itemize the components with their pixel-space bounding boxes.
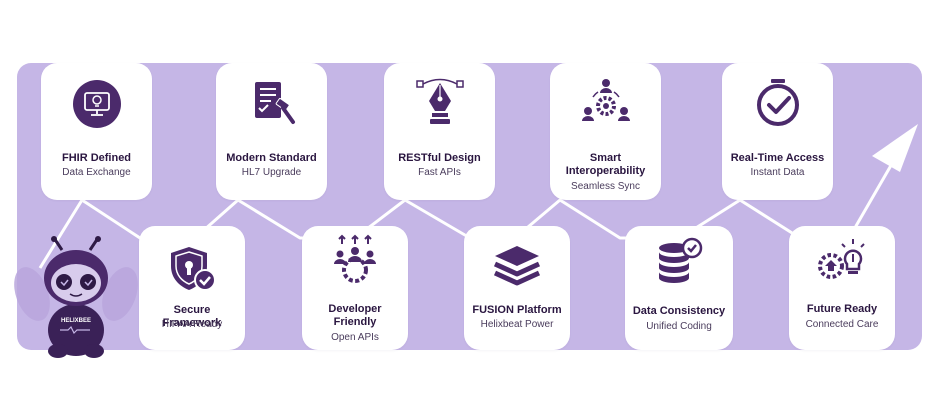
card-subtitle: Connected Care — [805, 319, 879, 330]
shield-lock-icon — [167, 244, 217, 294]
card-subtitle: Unified Coding — [646, 321, 712, 332]
card-real-time-access: Real-Time Access Instant Data — [722, 63, 833, 200]
card-subtitle: Helixbeat Power — [480, 319, 554, 330]
mascot-badge-text: HELIXBEE — [61, 318, 91, 324]
card-modern-standard: Modern Standard HL7 Upgrade — [216, 63, 327, 200]
left-wing — [14, 267, 50, 321]
pen-tool-icon — [415, 77, 465, 127]
card-subtitle: HL7 Upgrade — [241, 167, 302, 178]
card-smart-interoperability: Smart Interoperability Seamless Sync — [550, 63, 661, 200]
card-subtitle: Fast APIs — [418, 167, 461, 178]
card-title: Smart Interoperability — [565, 152, 646, 177]
right-wing — [102, 267, 138, 321]
clock-check-icon — [753, 77, 803, 127]
card-title: RESTful Design — [398, 152, 481, 164]
card-title: Real-Time Access — [730, 152, 825, 164]
body — [48, 304, 104, 356]
card-future-ready: Future Ready Connected Care — [789, 226, 895, 350]
card-title: Future Ready — [806, 303, 878, 315]
card-subtitle: Open APIs — [331, 332, 379, 343]
card-secure-framework: Secure Framework HIPAA Ready — [139, 226, 245, 350]
card-title: Modern Standard — [226, 152, 317, 164]
card-fhir-defined: FHIR Defined Data Exchange — [41, 63, 152, 200]
card-data-consistency: Data Consistency Unified Coding — [625, 226, 733, 350]
card-title: Data Consistency — [632, 305, 726, 317]
layers-icon — [492, 240, 542, 290]
card-subtitle: Seamless Sync — [571, 181, 640, 192]
card-subtitle: Data Exchange — [62, 167, 131, 178]
house-bulb-icon — [817, 236, 867, 286]
card-developer-friendly: Developer Friendly Open APIs — [302, 226, 408, 350]
card-title: FHIR Defined — [61, 152, 132, 164]
lightbulb-monitor-icon — [72, 79, 122, 129]
bee-mascot: HELIXBEE — [14, 236, 138, 358]
card-fusion-platform: FUSION Platform Helixbeat Power — [464, 226, 570, 350]
card-title: Secure Framework — [162, 304, 222, 329]
document-gavel-icon — [247, 77, 297, 127]
card-restful-design: RESTful Design Fast APIs — [384, 63, 495, 200]
card-subtitle: HIPAA Ready — [161, 319, 223, 330]
database-check-icon — [654, 236, 704, 286]
people-gear-icon — [581, 77, 631, 127]
card-title: Developer Friendly — [328, 303, 382, 328]
card-subtitle: Instant Data — [750, 167, 805, 178]
team-gear-icon — [330, 234, 380, 284]
card-title: FUSION Platform — [472, 304, 562, 316]
